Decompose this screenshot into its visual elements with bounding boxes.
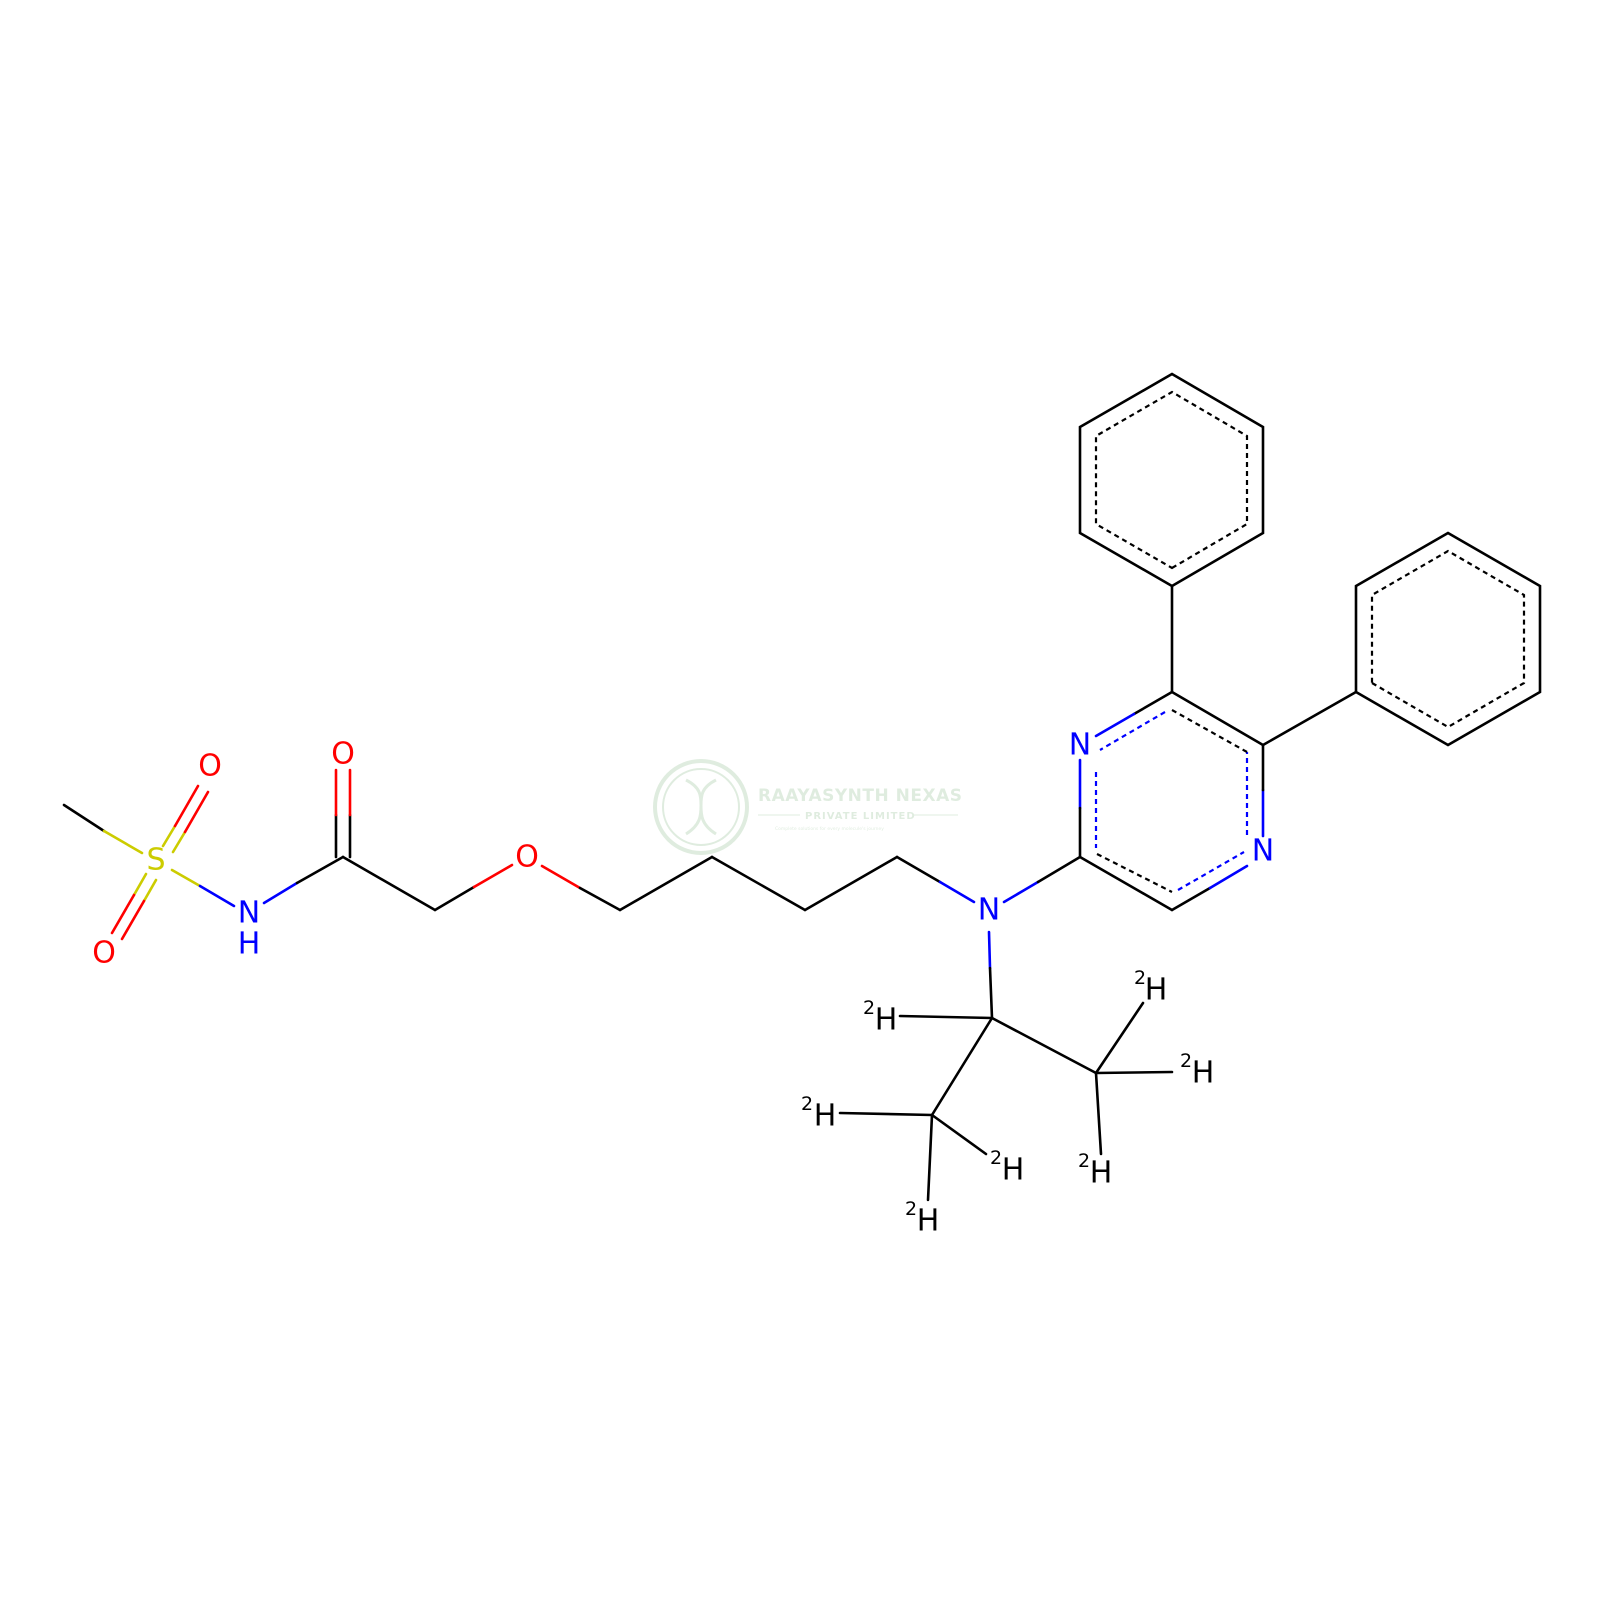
bond-methyl-sulfur-s [102,829,144,855]
deuterium-label-4: 2 H [801,1093,836,1134]
bond-cd3-right-d3 [1094,1071,1103,1156]
bond-ether-chain-c [578,886,622,912]
deuterium-symbol: H [917,1204,940,1239]
atom-nitrogen-pyrazine-4: N [1252,834,1274,869]
bond-cd-deuterium [898,1014,994,1020]
atom-oxygen-sulfonyl-top: O [198,749,222,784]
phenyl-right-arom [1370,549,1526,729]
atom-oxygen-sulfonyl-bottom: O [92,936,116,971]
deuterium-isotope: 2 [801,1093,813,1115]
bond-amine-isopropyl-c [988,966,994,1020]
bond-chain-3 [803,855,899,912]
bond-nitrogen-carbonyl-n [262,881,299,905]
phenyl-right-ring [1354,531,1542,747]
deuterium-isotope: 2 [1134,967,1146,989]
bond-pyrazine-phenyl-right [1261,690,1358,747]
watermark-helix-icon [685,778,717,836]
deuterium-isotope: 2 [990,1147,1002,1169]
deuterium-symbol: H [875,1003,898,1038]
deuterium-label-2: 2 H [863,997,897,1038]
company-watermark: RAAYASYNTH NEXAS PRIVATE LIMITED Complet… [653,759,963,855]
watermark-logo-inner-icon [662,768,740,846]
bond-carbonyl-methylene [341,855,437,912]
bond-chain-2 [710,855,807,912]
deuterium-symbol: H [1002,1153,1025,1188]
bond-amine-pyrazine-n [1002,880,1040,904]
bond-cd3-left-d2 [930,1113,988,1156]
bond-cd-cd3-left [930,1016,994,1117]
deuterium-symbol: H [1090,1156,1113,1191]
deuterium-isotope: 2 [1078,1150,1090,1172]
watermark-logo-icon [653,759,749,855]
pyrazine-bond-c6-n1-n [1094,712,1136,738]
bond-sulfur-nitrogen-s [170,868,202,888]
deuterium-label-7: 2 H [905,1198,939,1239]
deuterium-label-5: 2 H [990,1147,1024,1188]
pyrazine-bond-c3-n4-c [1170,886,1212,912]
deuterium-label-1: 2 H [1134,967,1167,1008]
bond-methylene-ether-o [472,863,514,889]
deuterium-isotope: 2 [863,997,875,1019]
bond-methylene-ether-c [433,885,476,912]
atom-nitrogen-amide: N [238,896,260,931]
atom-hydrogen-amide: H [238,927,261,962]
bond-sulfur-oxygen-top-a-o [173,784,200,828]
bond-chain-amine-c [895,855,942,884]
pyrazine-bond-c6-n1-c [1132,690,1174,716]
bond-sulfur-oxygen-bottom-a-o [110,893,136,935]
bond-sulfur-oxygen-bottom-b-o [120,899,146,941]
atom-labels: O O S N H O O N N N 2 H 2 H 2 H 2 H 2 H [92,728,1274,1239]
deuterium-isotope: 2 [1180,1050,1192,1072]
bond-ether-chain-o [540,864,582,890]
atom-sulfur: S [146,843,165,878]
watermark-company: RAAYASYNTH NEXAS [758,786,963,806]
atom-oxygen-ether: O [515,840,539,875]
deuterium-label-6: 2 H [1078,1150,1112,1191]
deuterium-symbol: H [1145,973,1168,1008]
bond-nitrogen-carbonyl-c [295,855,345,885]
atom-nitrogen-pyrazine-1: N [1069,728,1091,763]
watermark-tagline: Complete solutions for every molecule's … [775,826,884,832]
bond-amine-pyrazine-c [1036,855,1082,884]
watermark-division: PRIVATE LIMITED [805,811,916,822]
bond-chain-1 [618,855,714,912]
bond-sulfur-oxygen-bottom-a [132,872,148,897]
phenyl-top-ring [1078,372,1265,588]
bond-methyl-sulfur [62,803,106,833]
pyrazine-arom-6 [1099,711,1166,751]
bond-chain-amine-n [938,880,976,904]
bond-cd3-left-d1 [838,1111,934,1117]
pyrazine-bond-c3-n4-n [1208,864,1249,890]
bond-cd-cd3-right [990,1016,1098,1075]
pyrazine-arom-3 [1177,851,1245,891]
deuterium-label-3: 2 H [1180,1050,1214,1091]
bond-sulfur-oxygen-top-b [171,830,187,854]
bond-cd3-right-d1 [1094,1001,1145,1075]
bonds [62,372,1542,1202]
bond-cd3-left-d3 [926,1113,934,1202]
deuterium-symbol: H [1192,1056,1215,1091]
atom-nitrogen-amine: N [978,893,1000,928]
deuterium-symbol: H [814,1099,837,1134]
bond-sulfur-oxygen-bottom-b [142,878,158,903]
bond-sulfur-oxygen-top-a [161,824,177,848]
bond-sulfur-oxygen-top-b-o [183,790,210,834]
bond-amine-isopropyl-n [987,930,992,970]
bond-sulfur-nitrogen-n [198,884,236,908]
pyrazine-bond-c2-c3 [1078,855,1174,912]
pyrazine-bond-c5-c6 [1170,690,1265,747]
atom-oxygen-carbonyl: O [331,737,355,772]
pyrazine-arom-5 [1171,709,1248,753]
phenyl-top-arom [1094,390,1249,570]
deuterium-isotope: 2 [905,1198,917,1220]
bond-cd3-right-d2 [1094,1070,1174,1075]
